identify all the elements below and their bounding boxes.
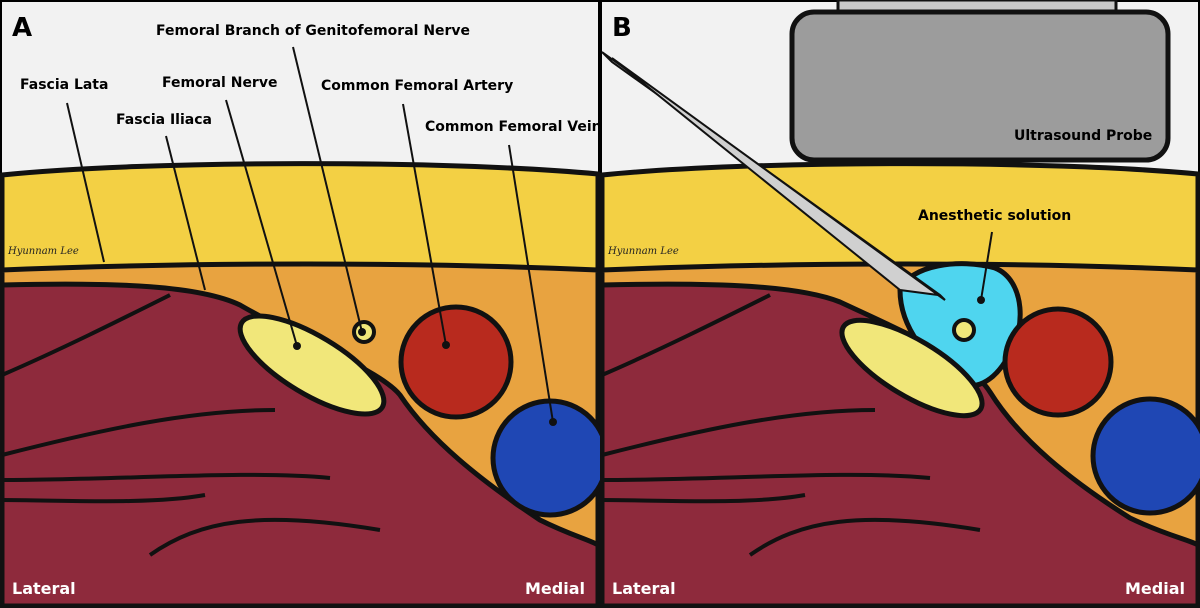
panel-b: B Ultrasound Probe Anesthetic solution H… [600, 0, 1200, 608]
iliopsoas-muscle [600, 281, 1200, 608]
artist-signature: Hyunnam Lee [7, 246, 79, 257]
muscle-fibers [1, 293, 381, 557]
medial-label: Medial [525, 579, 585, 598]
panel-letter: A [12, 13, 32, 43]
femoral-nerve-label: Femoral Nerve [162, 75, 277, 91]
common-femoral-vein-shape [1090, 396, 1200, 516]
femoral-nerve-shape [839, 317, 985, 419]
ultrasound-probe [789, 9, 1171, 163]
anesthetic-leader-line [980, 231, 993, 301]
femoral-branch-label: Femoral Branch of Genitofemoral Nerve [156, 23, 470, 39]
common-femoral-vein-label: Common Femoral Vein [425, 119, 600, 135]
needle-shaft [611, 57, 939, 296]
lateral-label: Lateral [12, 579, 76, 598]
muscle-fibers [601, 293, 981, 557]
medial-label: Medial [1125, 579, 1185, 598]
femoral-nerve-shape [237, 313, 387, 417]
common-femoral-artery-label: Common Femoral Artery [321, 78, 513, 94]
common-femoral-artery-shape [398, 304, 514, 420]
fascia-iliaca-label: Fascia Iliaca [116, 112, 212, 128]
anesthetic-leader-dot [977, 296, 985, 304]
common-femoral-artery-shape [1002, 306, 1114, 418]
lateral-label: Lateral [612, 579, 676, 598]
leader-lines [66, 46, 554, 423]
fascia-lata-label: Fascia Lata [20, 77, 108, 93]
panel-letter: B [612, 13, 632, 43]
iliopsoas-muscle [0, 281, 600, 608]
ultrasound-probe-label: Ultrasound Probe [1014, 128, 1152, 144]
panel-b-diagram: B Ultrasound Probe Anesthetic solution H… [600, 0, 1200, 608]
common-femoral-vein-shape [490, 398, 600, 518]
artist-signature: Hyunnam Lee [607, 246, 679, 257]
panel-a: A Femoral Branch of Genitofemoral Nerve … [0, 2, 600, 608]
leader-dots [293, 328, 557, 426]
anesthetic-solution-label: Anesthetic solution [918, 208, 1071, 224]
panel-a-diagram: A Femoral Branch of Genitofemoral Nerve … [0, 2, 600, 608]
femoral-branch-shape [952, 318, 976, 342]
